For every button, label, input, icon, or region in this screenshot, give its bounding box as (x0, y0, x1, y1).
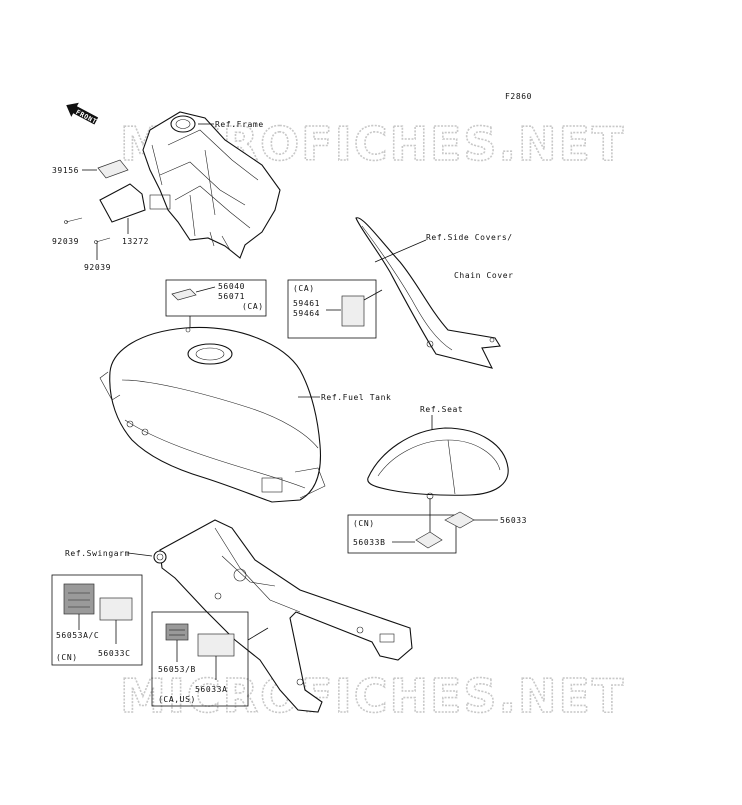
label-59461 (341, 295, 365, 327)
side-cover-illustration (355, 217, 501, 369)
label-56033 (444, 511, 475, 529)
note-cn-seat: (CN) (353, 519, 375, 528)
note-ca-us: (CA,US) (158, 695, 196, 704)
label-56033c (99, 597, 133, 621)
part-59464: 59464 (293, 309, 320, 318)
box-ca-side (287, 279, 377, 339)
seat-illustration (367, 427, 509, 500)
part-59461: 59461 (293, 299, 320, 308)
watermark-bottom: MICROFICHES.NET (120, 669, 625, 723)
note-56071-ca: (CA) (242, 302, 264, 311)
part-39156: 39156 (52, 166, 79, 175)
part-92039-a: 92039 (52, 237, 79, 246)
label-56033b (415, 531, 443, 549)
box-tank-label (165, 279, 267, 317)
label-56033a (197, 633, 235, 657)
diagram-code: F2860 (505, 92, 532, 101)
part-56033: 56033 (500, 516, 527, 525)
part-56040: 56040 (218, 282, 245, 291)
front-arrow-label: FRONT (74, 108, 98, 126)
part-56033a: 56033A (195, 685, 228, 694)
ref-frame: Ref.Frame (215, 120, 264, 129)
bracket-13272 (99, 183, 146, 223)
fuel-tank-illustration (99, 326, 326, 503)
label-56053ac (63, 583, 95, 615)
frame-illustration (142, 111, 281, 259)
ref-side-covers-2: Chain Cover (454, 271, 514, 280)
part-56053b: 56053/B (158, 665, 196, 674)
ref-swingarm: Ref.Swingarm (65, 549, 130, 558)
screw-92039-a (65, 217, 83, 223)
part-56053ac: 56053A/C (56, 631, 99, 640)
note-ca-side: (CA) (293, 284, 315, 293)
screw-92039-b (95, 237, 111, 243)
ref-seat: Ref.Seat (420, 405, 463, 414)
part-56071: 56071 (218, 292, 245, 301)
ref-side-covers-1: Ref.Side Covers/ (426, 233, 513, 242)
swingarm-illustration (153, 519, 413, 713)
part-92039-b: 92039 (84, 263, 111, 272)
part-56033c: 56033C (98, 649, 131, 658)
label-56053b (165, 623, 189, 641)
label-56040 (171, 288, 197, 301)
front-arrow-icon: FRONT (66, 102, 98, 126)
box-ca-us (151, 611, 249, 707)
note-cn-swing: (CN) (56, 653, 78, 662)
part-56033b: 56033B (353, 538, 386, 547)
label-39156 (97, 159, 129, 179)
box-cn-seat (347, 514, 457, 554)
box-cn-swing (51, 574, 143, 666)
part-13272: 13272 (122, 237, 149, 246)
ref-fuel-tank: Ref.Fuel Tank (321, 393, 391, 402)
